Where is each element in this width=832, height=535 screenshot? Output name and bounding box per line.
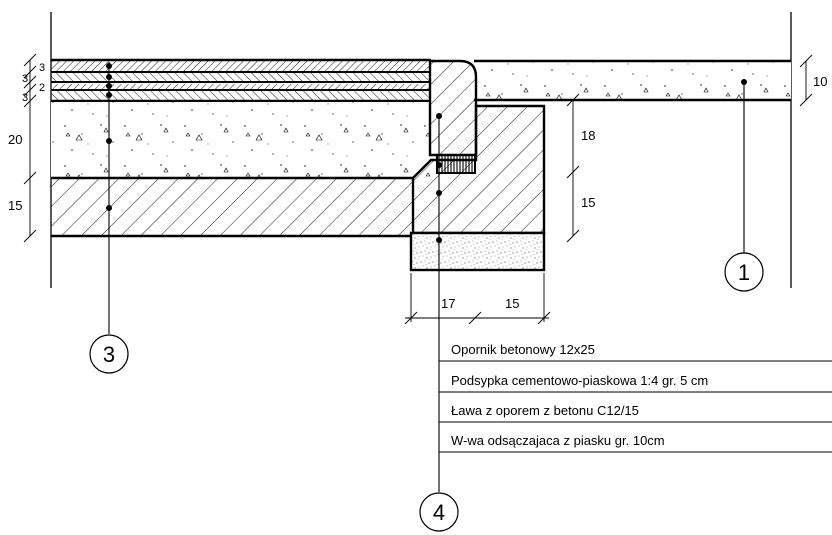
dim-layer-4: 3: [22, 92, 28, 104]
right-concrete-slab: [474, 61, 791, 100]
surface-layer-2: [51, 73, 431, 81]
concrete-curb: [428, 59, 478, 157]
callout-3-label: 3: [103, 342, 115, 367]
subbase-layer: [51, 179, 414, 236]
dim-layer-1: 3: [39, 62, 45, 74]
dim-bottom-right: 15: [505, 296, 519, 311]
dim-base: 20: [8, 132, 22, 147]
dim-curb-lower: 15: [581, 195, 595, 210]
surface-layer-3: [51, 84, 431, 89]
dim-layer-2: 3: [22, 73, 28, 85]
dim-bottom-left: 17: [441, 296, 455, 311]
dim-subbase: 15: [8, 198, 22, 213]
note-curb: Opornik betonowy 12x25: [451, 342, 595, 357]
dim-curb-upper: 18: [581, 128, 595, 143]
note-drainage: W-wa odsączajaca z piasku gr. 10cm: [451, 433, 665, 448]
note-bedding: Podsypka cementowo-piaskowa 1:4 gr. 5 cm: [451, 373, 708, 388]
surface-layer-4: [51, 91, 431, 100]
callout-1-circle: [724, 252, 764, 292]
note-foundation: Ława z oporem z betonu C12/15: [451, 403, 639, 418]
callout-3-circle: [89, 334, 129, 374]
dim-right-slab: 10: [813, 74, 827, 89]
cement-sand-bedding: [436, 154, 476, 174]
surface-layer-1: [51, 61, 431, 71]
dim-layer-3: 2: [39, 82, 45, 94]
callout-4-circle: [419, 492, 459, 532]
callout-4-label: 4: [433, 500, 445, 525]
concrete-base-layer: [51, 102, 431, 178]
sand-drainage-layer: [409, 231, 546, 272]
callout-1-label: 1: [738, 260, 750, 285]
